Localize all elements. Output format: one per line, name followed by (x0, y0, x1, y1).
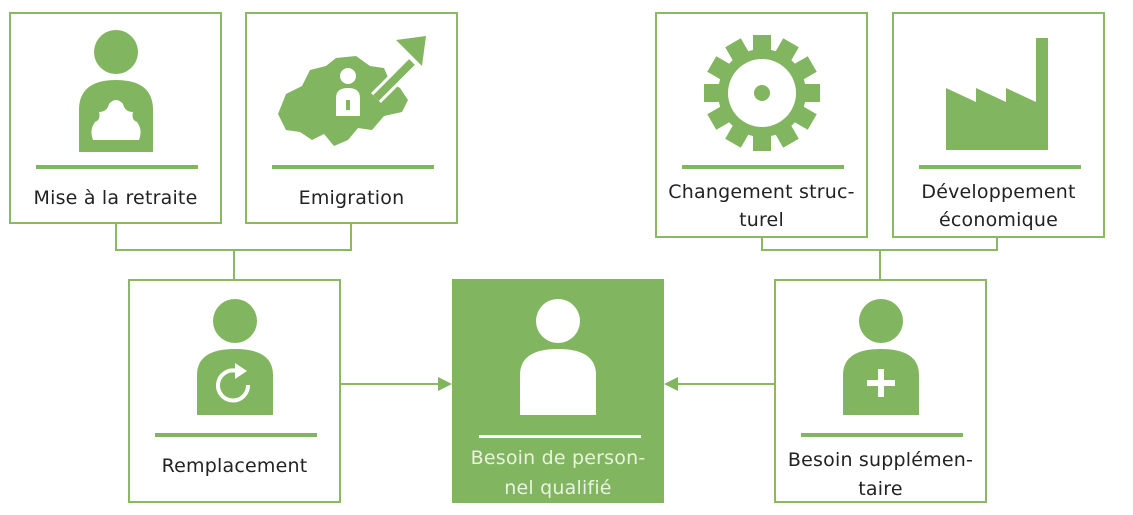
structural-change-box: Changement struc- turel (655, 12, 868, 238)
person-icon (454, 299, 662, 417)
replacement-label: Remplacement (161, 455, 308, 477)
retirement-box: Mise à la retraite (9, 12, 222, 224)
person-add-icon (776, 299, 985, 417)
economic-development-rule (919, 165, 1081, 169)
replacement-rule (155, 433, 317, 437)
additional-need-label-1: Besoin supplémen- (787, 449, 974, 471)
economic-development-label-2: économique (938, 209, 1058, 231)
additional-need-rule (801, 433, 963, 437)
factory-icon (894, 34, 1103, 152)
structural-change-rule (682, 165, 844, 169)
emigration-label: Emigration (298, 187, 405, 209)
replacement-box: Remplacement (128, 279, 341, 503)
gear-icon (657, 34, 866, 152)
retiree-icon (11, 30, 220, 156)
qualified-staff-rule (479, 435, 641, 438)
left-arrowhead (438, 377, 452, 391)
qualified-staff-label-1: Besoin de person- (470, 447, 646, 469)
retirement-label: Mise à la retraite (33, 187, 198, 209)
economic-development-box: Développement économique (892, 12, 1105, 238)
switzerland-emigration-icon (247, 36, 456, 154)
left-merge-line (115, 224, 352, 251)
emigration-rule (272, 165, 434, 169)
emigration-box: Emigration (245, 12, 458, 224)
qualified-staff-label-2: nel qualifié (504, 477, 612, 499)
additional-need-label-2: taire (858, 478, 903, 500)
additional-need-box: Besoin supplémen- taire (774, 279, 987, 503)
structural-change-label-1: Changement struc- (668, 181, 855, 203)
person-replace-icon (130, 299, 339, 417)
qualified-staff-box: Besoin de person- nel qualifié (452, 279, 664, 503)
structural-change-label-2: turel (739, 209, 784, 231)
right-arrowhead (664, 377, 678, 391)
economic-development-label-1: Développement (921, 181, 1076, 203)
retirement-rule (36, 165, 198, 169)
